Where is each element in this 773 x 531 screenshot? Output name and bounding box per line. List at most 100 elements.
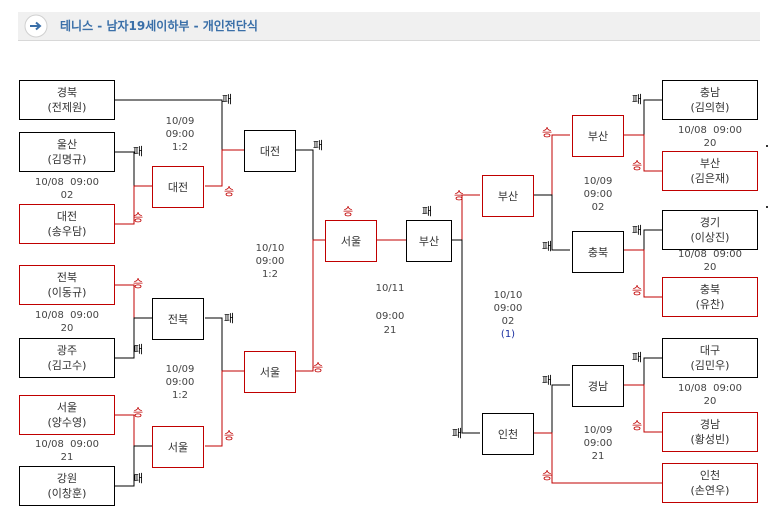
win-label: 승: [224, 185, 235, 198]
player-box-p2[interactable]: 울산 (김명규): [19, 132, 115, 172]
lose-label: 패: [542, 240, 553, 253]
line-R2a-lose: [534, 194, 570, 251]
win-label: 승: [542, 126, 553, 139]
player-region: 대구: [699, 344, 721, 357]
lose-label: 패: [632, 93, 643, 106]
lose-label: 패: [313, 139, 324, 152]
win-label: 승: [343, 205, 354, 218]
match-score: 20: [703, 396, 717, 407]
player-name: (김의현): [690, 101, 730, 114]
round-box-R2b[interactable]: 인천: [482, 413, 534, 455]
match-info-m6: 10/10 09:00 1:2: [256, 242, 285, 281]
match-info-m3: 10/08 09:00 21: [35, 438, 99, 464]
line-R2a: [534, 134, 570, 196]
round-box-L3[interactable]: 서울: [325, 220, 377, 262]
player-name: (이창훈): [47, 487, 87, 500]
edge-dot: [766, 145, 768, 147]
win-label: 승: [632, 284, 643, 297]
player-box-p1[interactable]: 경북 (전제원): [19, 80, 115, 120]
match-score: 20: [60, 323, 74, 334]
match-date: 10/08: [34, 310, 64, 321]
player-region: 서울: [56, 401, 78, 414]
match-score: 21: [383, 325, 397, 336]
match-time: 09:00: [165, 129, 195, 140]
player-name: (황성빈): [690, 433, 730, 446]
player-region: 부산: [699, 157, 721, 170]
line-R1c: [534, 384, 570, 434]
player-box-p9[interactable]: 부산 (김은재): [662, 151, 758, 191]
line-p14: [534, 432, 662, 484]
line-p12: [624, 357, 662, 386]
player-box-p6[interactable]: 서울 (양수영): [19, 395, 115, 435]
line-p11: [624, 249, 662, 298]
player-region: 울산: [56, 138, 78, 151]
round-box-R1b[interactable]: 충북: [572, 231, 624, 273]
round-box-R3[interactable]: 부산: [482, 175, 534, 217]
win-label: 승: [632, 419, 643, 432]
player-region: 경북: [56, 86, 78, 99]
round-box-R1a[interactable]: 부산: [572, 115, 624, 157]
line-R2b: [452, 239, 480, 434]
round-box-L2a[interactable]: 대전: [244, 130, 296, 172]
player-name: (유찬): [695, 298, 725, 311]
page-header: 테니스 - 남자19세이하부 - 개인전단식: [18, 12, 760, 41]
player-box-p14[interactable]: 인천 (손연우): [662, 463, 758, 503]
player-box-p3[interactable]: 대전 (송우담): [19, 204, 115, 244]
match-time: 09:00: [583, 189, 613, 200]
lose-label: 패: [452, 427, 463, 440]
player-name: (손연우): [690, 484, 730, 497]
lose-label: 패: [222, 93, 233, 106]
match-date: 10/08: [34, 177, 64, 188]
match-date: 10/08: [677, 249, 707, 260]
match-time: 09:00: [70, 310, 100, 321]
round-box-L2b[interactable]: 서울: [244, 351, 296, 393]
player-name: (이상진): [690, 231, 730, 244]
match-time: 09:00: [713, 383, 743, 394]
match-score: 21: [60, 452, 74, 463]
player-box-p7[interactable]: 강원 (이창훈): [19, 466, 115, 506]
line-L2a: [296, 149, 325, 241]
match-score: 02: [60, 190, 74, 201]
player-box-p12[interactable]: 대구 (김민우): [662, 338, 758, 378]
match-date: 10/11: [375, 283, 405, 294]
arrow-right-icon: [18, 12, 54, 40]
match-info-m13: 10/10 09:00 02 (1): [494, 289, 523, 341]
match-info-m4: 10/09 09:00 1:2: [166, 115, 195, 154]
lose-label: 패: [133, 343, 144, 356]
line-L2b: [296, 239, 325, 372]
match-date: 10/08: [677, 383, 707, 394]
player-box-p11[interactable]: 충북 (유찬): [662, 277, 758, 317]
match-date: 10/09: [165, 364, 195, 375]
player-box-p5[interactable]: 광주 (김고수): [19, 338, 115, 378]
match-score: 20: [703, 262, 717, 273]
player-region: 강원: [56, 472, 78, 485]
player-name: (양수영): [47, 416, 87, 429]
round-box-L1b[interactable]: 전북: [152, 298, 204, 340]
player-box-p13[interactable]: 경남 (황성빈): [662, 412, 758, 452]
player-box-p4[interactable]: 전북 (이동규): [19, 265, 115, 305]
match-info-m8: 10/08 09:00 20: [678, 124, 742, 150]
round-box-L1c[interactable]: 서울: [152, 426, 204, 468]
player-box-p10[interactable]: 경기 (이상진): [662, 210, 758, 250]
match-info-m1: 10/08 09:00 02: [35, 176, 99, 202]
match-score: 1:2: [171, 390, 189, 401]
match-date: 10/09: [165, 116, 195, 127]
line-p7: [115, 445, 152, 487]
match-info-m5: 10/09 09:00 1:2: [166, 363, 195, 402]
lose-label: 패: [422, 205, 433, 218]
win-label: 승: [632, 159, 643, 172]
round-box-R1c[interactable]: 경남: [572, 365, 624, 407]
match-info-m10: 10/08 09:00 20: [678, 382, 742, 408]
player-name: (송우담): [47, 225, 87, 238]
round-box-final[interactable]: 부산: [406, 220, 452, 262]
win-label: 승: [542, 469, 553, 482]
match-date: 10/10: [255, 243, 285, 254]
match-time: 09:00: [713, 249, 743, 260]
player-box-p8[interactable]: 충남 (김의현): [662, 80, 758, 120]
match-date: 10/10: [493, 290, 523, 301]
player-name: (전제원): [47, 101, 87, 114]
round-box-L1a[interactable]: 대전: [152, 166, 204, 208]
player-region: 충북: [699, 283, 721, 296]
match-time: 09:00: [70, 439, 100, 450]
player-region: 충남: [699, 86, 721, 99]
